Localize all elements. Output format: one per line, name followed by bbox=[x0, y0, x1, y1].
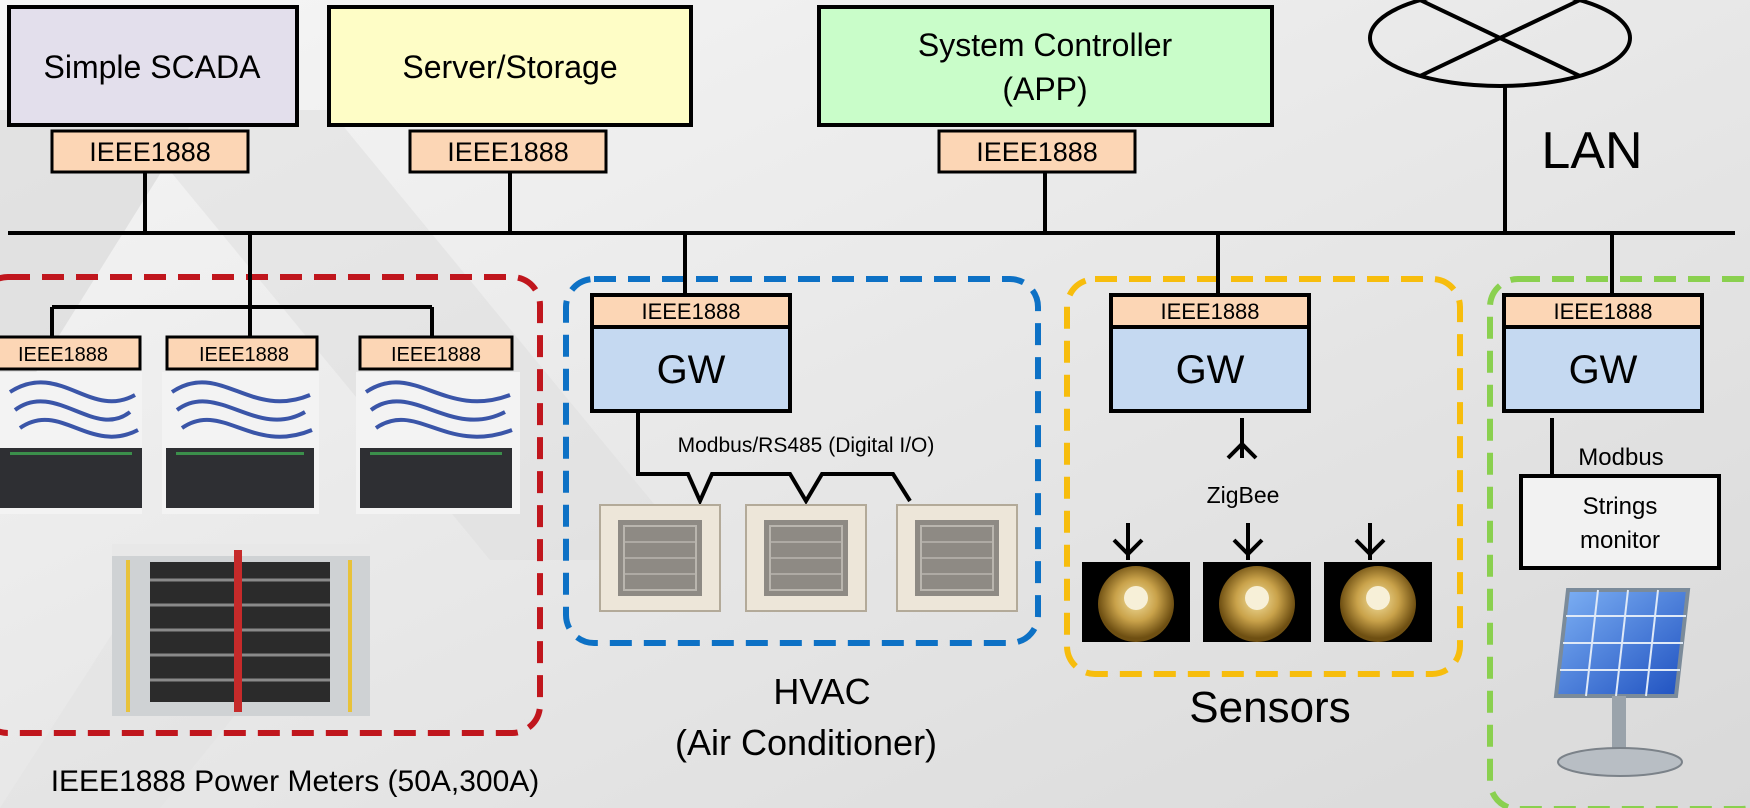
server-node[interactable]: Server/Storage IEEE1888 bbox=[327, 5, 693, 233]
strings-monitor[interactable]: Strings monitor bbox=[1519, 474, 1721, 570]
power-meter-2[interactable]: IEEE1888 bbox=[162, 335, 319, 514]
meter-2-ieee1888-label: IEEE1888 bbox=[199, 344, 289, 366]
strings-monitor-line1: Strings bbox=[1583, 493, 1658, 520]
sensors-link-label: ZigBee bbox=[1207, 482, 1280, 508]
sensors-gw-ieee1888-label: IEEE1888 bbox=[1160, 299, 1259, 324]
hvac-gateway[interactable]: IEEE1888 GW bbox=[590, 293, 792, 413]
hvac-link-label: Modbus/RS485 (Digital I/O) bbox=[678, 434, 935, 457]
solar-gw-label: GW bbox=[1569, 348, 1638, 392]
air-conditioner-3[interactable] bbox=[896, 504, 1018, 612]
solar-gateway[interactable]: IEEE1888 GW bbox=[1502, 293, 1704, 413]
server-title: Server/Storage bbox=[402, 49, 617, 85]
controller-ieee1888-tag bbox=[937, 129, 1137, 174]
power-meters-caption: IEEE1888 Power Meters (50A,300A) bbox=[51, 765, 540, 798]
air-conditioner-1[interactable] bbox=[599, 504, 721, 612]
lan-label: LAN bbox=[1541, 122, 1642, 180]
power-meters-group: IEEE1888 IEEE1888 IEEE1888 bbox=[0, 233, 543, 798]
controller-ieee1888-label: IEEE1888 bbox=[976, 137, 1098, 167]
hvac-caption-line2: (Air Conditioner) bbox=[675, 722, 937, 763]
controller-title-line1: System Controller bbox=[918, 27, 1173, 63]
power-panel-photo bbox=[112, 544, 370, 716]
hvac-gw-ieee1888-label: IEEE1888 bbox=[641, 299, 740, 324]
solar-panel-icon bbox=[1553, 588, 1691, 777]
strings-monitor-line2: monitor bbox=[1580, 527, 1660, 554]
air-conditioner-2[interactable] bbox=[745, 504, 867, 612]
hvac-group: IEEE1888 GW Modbus/RS485 (Digital I/O) bbox=[563, 233, 1041, 763]
power-meter-3[interactable]: IEEE1888 bbox=[356, 335, 520, 514]
solar-gw-ieee1888-label: IEEE1888 bbox=[1553, 299, 1652, 324]
controller-title-line2: (APP) bbox=[1002, 71, 1087, 107]
sensor-2[interactable] bbox=[1203, 523, 1311, 642]
hvac-gw-label: GW bbox=[657, 348, 726, 392]
hvac-caption-line1: HVAC bbox=[773, 671, 870, 712]
power-meter-1[interactable]: IEEE1888 bbox=[0, 335, 142, 514]
scada-node[interactable]: Simple SCADA IEEE1888 bbox=[7, 5, 299, 233]
server-ieee1888-tag bbox=[408, 129, 608, 174]
scada-ieee1888-tag bbox=[50, 129, 250, 174]
lan-cloud bbox=[1368, 0, 1632, 233]
sensor-1[interactable] bbox=[1082, 523, 1190, 642]
sensors-group: IEEE1888 GW ZigBee bbox=[1064, 233, 1463, 732]
meter-1-ieee1888-label: IEEE1888 bbox=[18, 344, 108, 366]
scada-ieee1888-label: IEEE1888 bbox=[89, 137, 211, 167]
solar-link-label: Modbus bbox=[1578, 444, 1663, 471]
server-ieee1888-label: IEEE1888 bbox=[447, 137, 569, 167]
gateway-antenna-icon bbox=[1226, 418, 1258, 460]
scada-title: Simple SCADA bbox=[44, 49, 262, 85]
solar-group: IEEE1888 GW Modbus Strings monitor bbox=[1487, 233, 1750, 808]
sensors-gw-label: GW bbox=[1176, 348, 1245, 392]
sensor-3[interactable] bbox=[1324, 523, 1432, 642]
system-controller-node[interactable]: System Controller (APP) IEEE1888 bbox=[817, 5, 1274, 233]
meter-3-ieee1888-label: IEEE1888 bbox=[391, 344, 481, 366]
sensors-gateway[interactable]: IEEE1888 GW bbox=[1109, 293, 1311, 413]
sensors-caption: Sensors bbox=[1189, 683, 1350, 732]
